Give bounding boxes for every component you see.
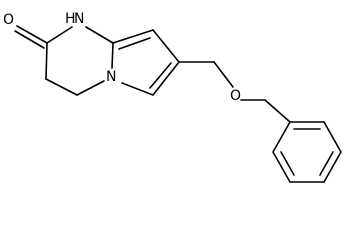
bond-c8-c7 xyxy=(152,29,180,63)
bond-c3-c4 xyxy=(45,78,78,96)
bonds xyxy=(14,25,342,183)
bond-c2-c3 xyxy=(45,42,48,80)
bond-ph-inner-3 xyxy=(280,151,295,176)
bond-c2-o-b xyxy=(14,30,45,49)
bond-n1-c8a xyxy=(85,26,114,44)
atom-o-ether: O xyxy=(230,88,241,104)
bond-c8a-c8-inner xyxy=(118,37,151,50)
atom-n-amide: N xyxy=(74,11,84,27)
bond-c7-c6-inner xyxy=(149,62,172,89)
bond-c2-o-a xyxy=(16,25,48,44)
bond-ph-5 xyxy=(272,151,291,183)
atom-n-ring: N xyxy=(106,69,116,85)
bond-c4-n5 xyxy=(76,80,105,96)
atom-h: H xyxy=(65,11,76,27)
bond-c7-c6 xyxy=(152,61,180,96)
atom-o-carbonyl: O xyxy=(3,12,14,28)
bond-c6-n5 xyxy=(121,82,154,96)
bond-n5-c8a xyxy=(111,42,114,69)
bond-c8a-c8 xyxy=(112,29,154,44)
structure-diagram: O H N N O xyxy=(3,11,342,183)
bond-c2-n1 xyxy=(46,26,73,44)
bond-ph-6 xyxy=(272,121,291,153)
bond-ph-2 xyxy=(323,121,342,153)
bond-ch2-o xyxy=(213,61,234,88)
bond-ph-inner-2 xyxy=(319,151,334,176)
bond-ch2-ph xyxy=(264,99,291,123)
bond-ph-3 xyxy=(323,151,342,183)
atom-labels: O H N N O xyxy=(3,11,241,104)
